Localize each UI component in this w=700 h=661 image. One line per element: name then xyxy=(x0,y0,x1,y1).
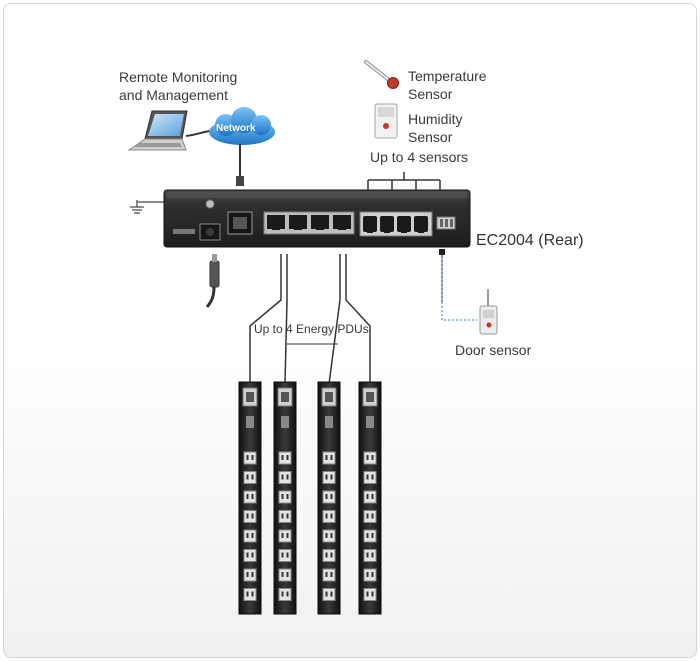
pdu-outlet xyxy=(363,588,377,601)
power-switch xyxy=(173,229,195,234)
pdu-outlet xyxy=(278,588,292,601)
pdu-port-3 xyxy=(311,215,329,230)
ground-screw-icon xyxy=(205,199,215,209)
pdu-outlet xyxy=(322,549,336,562)
pdu-strip-3 xyxy=(317,381,341,615)
pdu-outlet xyxy=(243,451,257,465)
laptop-icon xyxy=(127,110,188,151)
pdu-outlet xyxy=(322,490,336,504)
sensors-count-label: Up to 4 sensors xyxy=(370,149,469,165)
humidity-sensor-icon xyxy=(374,103,398,139)
door-sensor-link xyxy=(441,258,477,321)
device-model-label: EC2004 (Rear) xyxy=(476,232,584,249)
sensor-bracket xyxy=(367,172,441,190)
pdu-outlet xyxy=(322,568,336,582)
pdu-outlet xyxy=(363,529,377,543)
sensor-port-4 xyxy=(414,216,428,233)
pdu-outlet xyxy=(243,510,257,523)
pdu-outlet xyxy=(243,471,257,484)
pdu-outlet xyxy=(278,529,292,543)
pdu-outlet xyxy=(278,451,292,465)
power-adapter-icon xyxy=(205,254,220,308)
pdu-port-2 xyxy=(289,215,307,230)
pdu-strips xyxy=(238,381,382,615)
laptop-network-cable xyxy=(185,130,211,137)
remote-monitoring-label-line1: Remote Monitoring xyxy=(119,69,238,85)
pdu-outlet xyxy=(243,549,257,562)
pdu-outlet xyxy=(363,490,377,504)
pdu-outlet xyxy=(363,568,377,582)
sensor-port-2 xyxy=(380,216,394,233)
temperature-sensor-label-line2: Sensor xyxy=(408,86,453,102)
pdu-strip-2 xyxy=(273,381,297,615)
pdu-port-4 xyxy=(333,215,351,230)
pdu-outlet xyxy=(322,471,336,484)
pdu-cables xyxy=(249,254,371,385)
pdu-outlet xyxy=(322,588,336,601)
pdu-outlet xyxy=(363,451,377,465)
pdu-outlet xyxy=(243,529,257,543)
pdu-outlet xyxy=(278,471,292,484)
pdu-outlet xyxy=(322,451,336,465)
pdus-count-label: Up to 4 Energy PDUs xyxy=(254,322,369,336)
sensor-port-3 xyxy=(397,216,411,233)
pdu-outlet xyxy=(363,510,377,523)
humidity-sensor-label-line1: Humidity xyxy=(408,111,463,127)
pdu-outlet xyxy=(278,490,292,504)
pdu-outlet xyxy=(278,568,292,582)
sensor-port-1 xyxy=(363,216,377,233)
network-label: Network xyxy=(216,123,256,134)
pdu-strip-4 xyxy=(358,381,382,615)
door-sensor-label: Door sensor xyxy=(455,342,532,358)
pdu-outlet xyxy=(363,471,377,484)
diagram-canvas xyxy=(127,60,498,615)
pdu-outlet xyxy=(322,529,336,543)
pdu-outlet xyxy=(243,490,257,504)
pdu-outlet xyxy=(243,588,257,601)
pdu-strip-1 xyxy=(238,381,262,615)
temperature-sensor-label-line1: Temperature xyxy=(408,68,487,84)
network-cloud-icon xyxy=(209,107,275,145)
pdu-outlet xyxy=(363,549,377,562)
rj45-plug-icon xyxy=(236,176,244,186)
pdu-outlet xyxy=(278,549,292,562)
pdu-outlet xyxy=(322,510,336,523)
ground-icon xyxy=(130,200,144,214)
pdu-port-1 xyxy=(267,215,285,230)
remote-monitoring-label-line2: and Management xyxy=(119,87,228,103)
pdu-outlet xyxy=(243,568,257,582)
pdu-outlet xyxy=(278,510,292,523)
door-sensor-icon xyxy=(479,289,498,335)
humidity-sensor-label-line2: Sensor xyxy=(408,129,453,145)
pdu-port-panel xyxy=(263,211,355,235)
thermometer-icon xyxy=(364,60,399,89)
diagram-frame: Remote Monitoring and Management Network… xyxy=(3,3,697,658)
